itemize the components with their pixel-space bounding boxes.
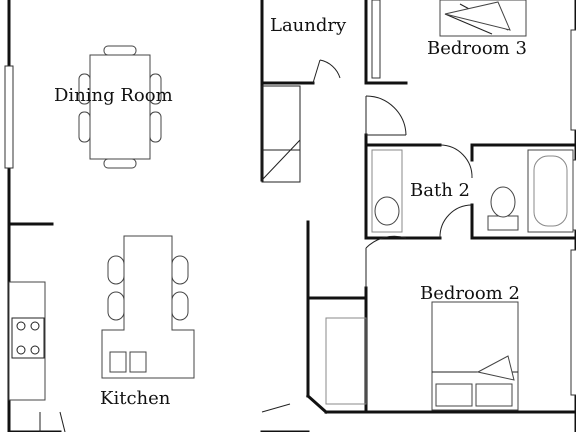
bedroom3-window: [570, 29, 576, 131]
bed-bedroom3: [439, 0, 527, 37]
bedroom2-window: [570, 249, 576, 396]
laundry-label: Laundry: [270, 15, 347, 36]
kitchen-island: [8, 235, 195, 401]
dining-room-label: Dining Room: [54, 85, 173, 106]
bedroom3-label: Bedroom 3: [427, 38, 527, 59]
dining-window: [4, 65, 14, 169]
doors: [39, 59, 473, 432]
bed-bedroom2: [325, 301, 519, 411]
bedroom3-closet: [371, 0, 381, 79]
bedroom2-label: Bedroom 2: [420, 283, 520, 304]
dining-table: [78, 45, 162, 169]
kitchen-label: Kitchen: [100, 388, 171, 409]
bath2-fixtures: [371, 149, 574, 233]
bath2-label: Bath 2: [410, 180, 470, 201]
